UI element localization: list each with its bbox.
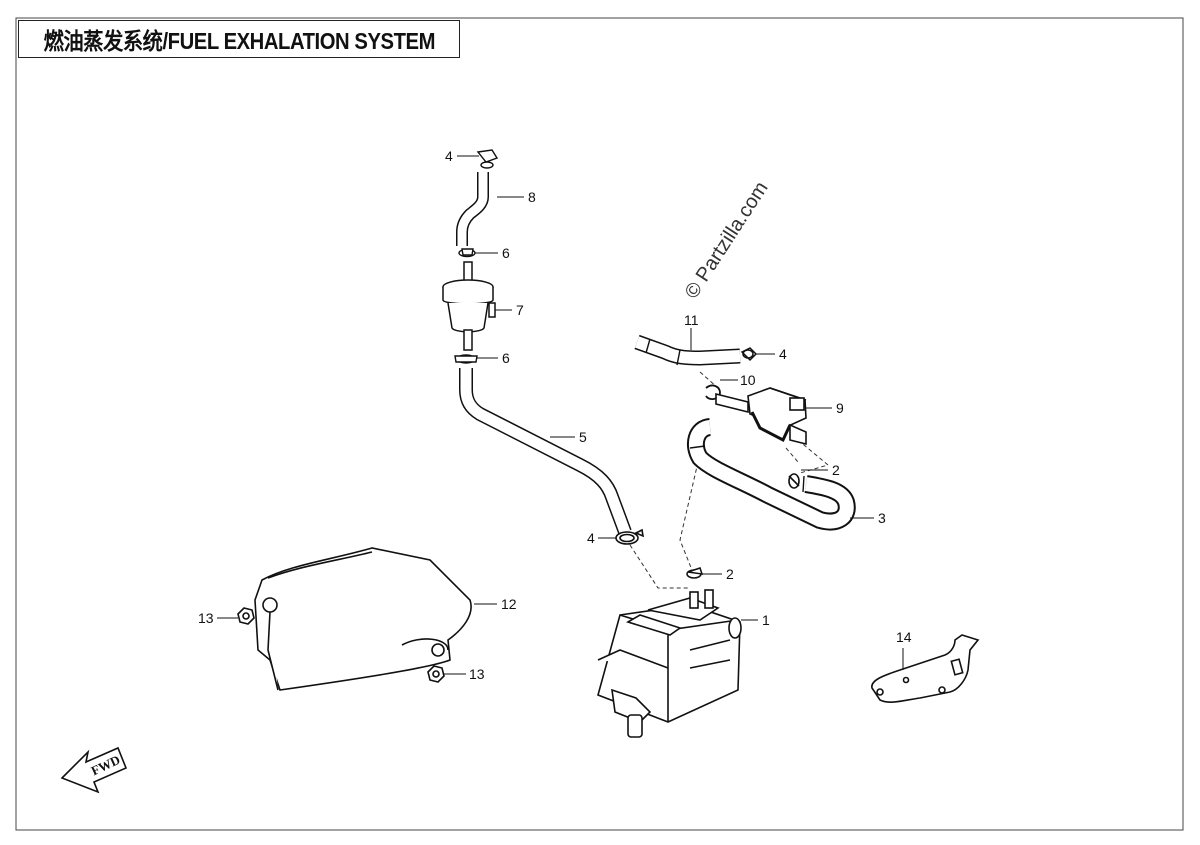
callout-14: 14 bbox=[896, 629, 912, 645]
part-13-nut-left[interactable] bbox=[237, 607, 255, 625]
title-box: 燃油蒸发系统/FUEL EXHALATION SYSTEM bbox=[18, 20, 460, 58]
callout-8: 8 bbox=[528, 189, 536, 205]
callout-4-top: 4 bbox=[445, 148, 453, 164]
callout-12: 12 bbox=[501, 596, 517, 612]
part-2-lower-clip[interactable] bbox=[686, 567, 704, 579]
part-7-fuel-filter[interactable] bbox=[442, 261, 496, 351]
callout-11: 11 bbox=[684, 312, 699, 328]
part-4-right-clamp[interactable] bbox=[740, 347, 758, 362]
callout-13-right: 13 bbox=[469, 666, 485, 682]
part-13-nut-right[interactable] bbox=[427, 665, 445, 683]
part-14-bracket[interactable] bbox=[871, 634, 980, 703]
part-11-small-hose[interactable] bbox=[634, 334, 741, 366]
sheet-border bbox=[15, 17, 1184, 831]
callout-1: 1 bbox=[762, 612, 770, 628]
part-4-top-clamp[interactable] bbox=[476, 149, 499, 169]
callout-13-left: 13 bbox=[198, 610, 214, 626]
part-5-long-hose[interactable] bbox=[459, 368, 632, 535]
callout-7: 7 bbox=[516, 302, 524, 318]
part-8-upper-hose[interactable] bbox=[456, 172, 489, 246]
part-3-curved-hose[interactable] bbox=[686, 418, 856, 531]
callout-2-upper: 2 bbox=[832, 462, 840, 478]
part-10-clip[interactable] bbox=[705, 384, 721, 400]
part-1-evap-canister[interactable] bbox=[597, 589, 742, 738]
page-title: 燃油蒸发系统/FUEL EXHALATION SYSTEM bbox=[43, 28, 435, 54]
part-9-purge-valve[interactable] bbox=[715, 387, 807, 446]
watermark: © Partzilla.com bbox=[681, 178, 773, 303]
leader-lines bbox=[217, 155, 904, 675]
callout-10: 10 bbox=[740, 372, 756, 388]
callout-3: 3 bbox=[878, 510, 886, 526]
callout-9: 9 bbox=[836, 400, 844, 416]
callout-4-right: 4 bbox=[779, 346, 787, 362]
callout-6-lower: 6 bbox=[502, 350, 510, 366]
part-6-lower-clip[interactable] bbox=[454, 354, 478, 364]
part-2-upper-clip[interactable] bbox=[788, 473, 800, 489]
callout-6-upper: 6 bbox=[502, 245, 510, 261]
part-12-cover-plate[interactable] bbox=[254, 547, 472, 691]
callout-5: 5 bbox=[579, 429, 587, 445]
callout-2-lower: 2 bbox=[726, 566, 734, 582]
callout-4-mid: 4 bbox=[587, 530, 595, 546]
fwd-direction-arrow: FWD bbox=[60, 746, 128, 794]
part-6-upper-clip[interactable] bbox=[458, 248, 476, 258]
